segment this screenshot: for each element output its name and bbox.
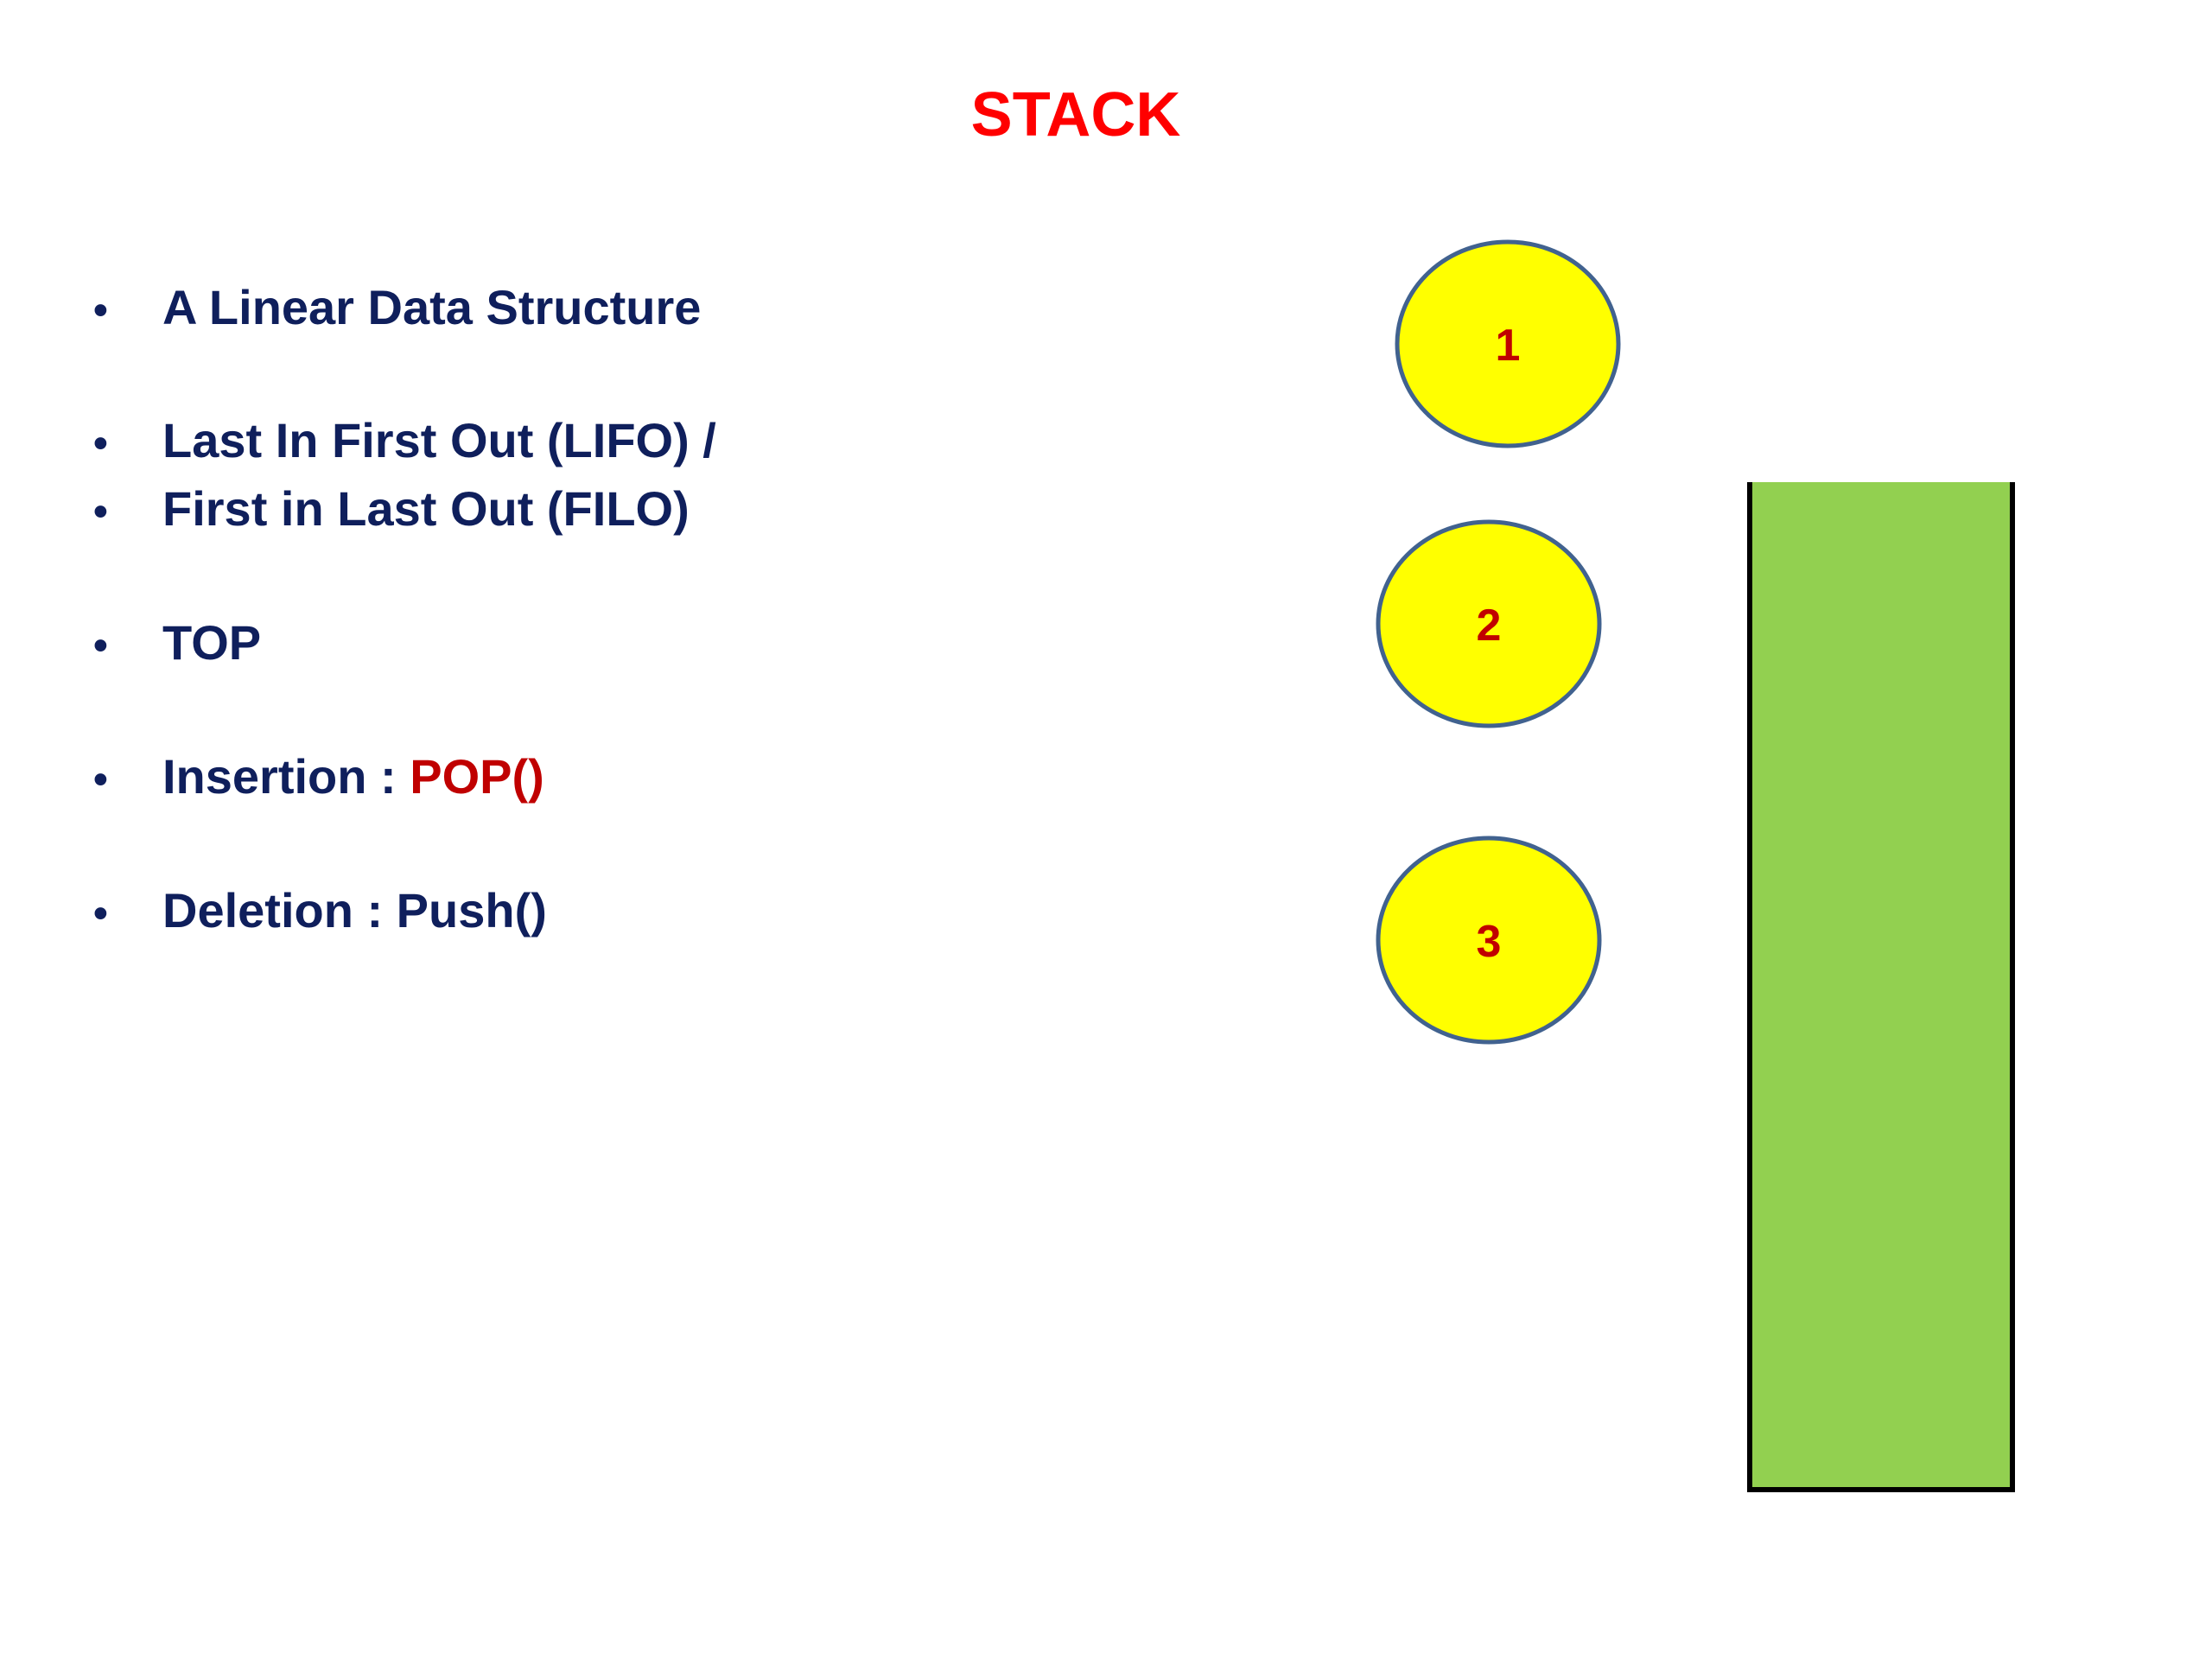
bullet-text: Deletion : Push() <box>162 883 547 938</box>
ball-circle <box>1376 836 1602 1045</box>
bullet-dot-icon: • <box>93 757 108 803</box>
bullet-text: First in Last Out (FILO) <box>162 481 690 536</box>
stack-element-2: 2 <box>1376 519 1602 728</box>
bullet-dot-icon: • <box>93 891 108 937</box>
bullet-value: POP() <box>410 749 544 804</box>
bullet-item: • Last In First Out (LIFO) / <box>93 406 716 475</box>
bullet-item: • Insertion : POP() <box>93 742 544 811</box>
stack-element-1: 1 <box>1395 239 1621 448</box>
stack-container <box>1750 482 2012 1490</box>
bullet-dot-icon: • <box>93 623 108 669</box>
bullet-item: • Deletion : Push() <box>93 876 547 945</box>
bullet-label: Insertion : <box>162 749 410 804</box>
bullet-dot-icon: • <box>93 288 108 334</box>
bullet-dot-icon: • <box>93 489 108 535</box>
bullet-text: Last In First Out (LIFO) / <box>162 413 716 467</box>
bullet-dot-icon: • <box>93 421 108 467</box>
ball-circle <box>1376 519 1602 728</box>
slide-title: STACK <box>970 80 1181 149</box>
ball-label: 2 <box>1477 601 1502 651</box>
bullet-item: • A Linear Data Structure <box>93 273 701 342</box>
ball-circle <box>1395 239 1621 448</box>
stack-container-outline <box>1747 482 2015 1492</box>
stack-element-3: 3 <box>1376 836 1602 1045</box>
bullet-item: • TOP <box>93 608 261 677</box>
bullet-text: TOP <box>162 615 262 670</box>
bullet-text: A Linear Data Structure <box>162 280 702 334</box>
ball-label: 1 <box>1496 321 1521 371</box>
bullet-list: • A Linear Data Structure • Last In First … <box>0 0 1296 1037</box>
bullet-item: • First in Last Out (FILO) <box>93 474 690 543</box>
ball-label: 3 <box>1477 917 1502 967</box>
